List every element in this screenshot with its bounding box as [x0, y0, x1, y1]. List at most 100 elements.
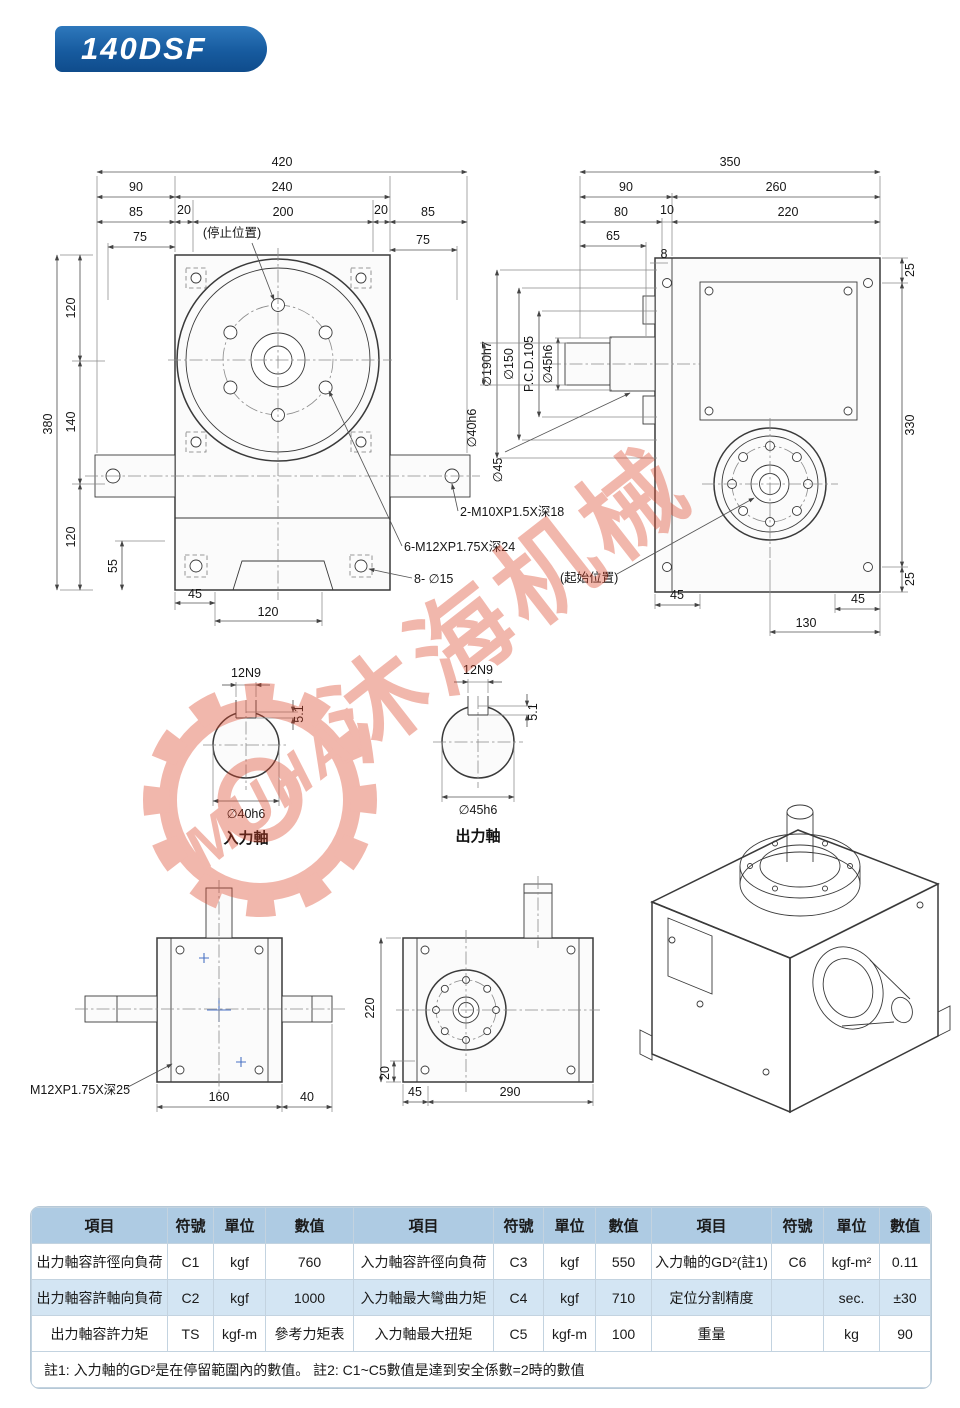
- dim-label: 120: [64, 298, 78, 319]
- cell: 0.11: [879, 1243, 931, 1280]
- key-depth-label: 5.1: [526, 703, 540, 720]
- col-header: 項目: [651, 1207, 772, 1244]
- dim-label: 8: [661, 247, 668, 261]
- front-view: [85, 248, 480, 600]
- side-view: [548, 257, 881, 593]
- dim-label: 120: [64, 527, 78, 548]
- cell: 出力軸容許力矩: [31, 1315, 168, 1352]
- dim-label: 40: [300, 1090, 314, 1104]
- cell: 100: [595, 1315, 652, 1352]
- callout-label: 6-M12XP1.75X深24: [404, 540, 515, 554]
- cell: kgf: [543, 1279, 596, 1316]
- output-shaft-label: 出力軸: [455, 827, 500, 845]
- cell: 入力軸最大彎曲力矩: [353, 1279, 494, 1316]
- keyway-label: 12N9: [463, 663, 493, 677]
- callout-label: 2-M10XP1.5X深18: [460, 505, 564, 519]
- cell: 定位分割精度: [651, 1279, 772, 1316]
- shaft-dia-label: ∅40h6: [227, 807, 266, 821]
- cell: C4: [493, 1279, 544, 1316]
- cell: TS: [167, 1315, 214, 1352]
- dia-label: ∅150: [502, 348, 516, 380]
- dim-label: 25: [903, 572, 917, 586]
- dim-label: 65: [606, 229, 620, 243]
- start-position-label: (起始位置): [560, 570, 618, 585]
- output-shaft-section: 12N9 5.1 ∅45h6 出力軸: [433, 663, 540, 845]
- cell: 550: [595, 1243, 652, 1280]
- col-header: 數值: [595, 1207, 652, 1244]
- cell: C6: [771, 1243, 824, 1280]
- output-shaft-3d: [891, 996, 913, 1024]
- dim-label: 330: [903, 415, 917, 436]
- technical-drawing: 420 90 240 85 20 200 20 85 75 75 (停止位置): [30, 155, 951, 1114]
- dim-label: 240: [272, 180, 293, 194]
- col-header: 單位: [823, 1207, 880, 1244]
- dim-label: 25: [903, 263, 917, 277]
- shaft-dia-label: ∅45h6: [459, 803, 498, 817]
- dia-label: ∅190h7: [480, 341, 494, 387]
- dim-label: 260: [766, 180, 787, 194]
- cell: kgf: [213, 1243, 266, 1280]
- cell: 出力軸容許軸向負荷: [31, 1279, 168, 1316]
- cell: kgf-m: [213, 1315, 266, 1352]
- cell: 入力軸最大扭矩: [353, 1315, 494, 1352]
- dim-label: 20: [374, 203, 388, 217]
- dim-label: 200: [273, 205, 294, 219]
- callout-label: 8- ∅15: [414, 572, 453, 586]
- dia-label: ∅45: [491, 458, 505, 483]
- input-shaft-label: 入力軸: [223, 829, 268, 847]
- stop-position-label: (停止位置): [203, 225, 261, 240]
- table-note-row: 註1: 入力軸的GD²是在停留範圍內的數值。 註2: C1~C5數值是達到安全係…: [31, 1351, 931, 1388]
- dim-label: 220: [778, 205, 799, 219]
- cell: 參考力矩表: [265, 1315, 354, 1352]
- col-header: 數值: [879, 1207, 931, 1244]
- cell: C5: [493, 1315, 544, 1352]
- cell: C1: [167, 1243, 214, 1280]
- dim-label: 20: [177, 203, 191, 217]
- col-header: 符號: [493, 1207, 544, 1244]
- isometric-view: [639, 804, 951, 1114]
- input-shaft-section: 12N9 5.1 ∅40h6 入力軸: [203, 666, 306, 847]
- top-shaft-3d: [786, 804, 814, 820]
- dia-label: ∅40h6: [465, 409, 479, 448]
- cell: [771, 1279, 824, 1316]
- cell: kgf: [213, 1279, 266, 1316]
- col-header: 項目: [31, 1207, 168, 1244]
- dim-label: 75: [416, 233, 430, 247]
- dim-label: 420: [272, 155, 293, 169]
- dim-label: 90: [129, 180, 143, 194]
- col-header: 項目: [353, 1207, 494, 1244]
- callout-label: M12XP1.75X深25: [30, 1083, 130, 1097]
- col-header: 數值: [265, 1207, 354, 1244]
- cell: C3: [493, 1243, 544, 1280]
- dia-label: ∅45h6: [541, 345, 555, 384]
- cell: kg: [823, 1315, 880, 1352]
- col-header: 單位: [213, 1207, 266, 1244]
- cell: [771, 1315, 824, 1352]
- dim-label: 45: [408, 1085, 422, 1099]
- dim-label: 55: [106, 559, 120, 573]
- bottom-middle-view: 220 20 45 290: [363, 876, 600, 1106]
- keyway-label: 12N9: [231, 666, 261, 680]
- dim-label: 350: [720, 155, 741, 169]
- bottom-left-view: M12XP1.75X深25 160 40: [30, 880, 345, 1112]
- dim-label: 45: [188, 587, 202, 601]
- cell: 入力軸的GD²(註1): [651, 1243, 772, 1280]
- col-header: 單位: [543, 1207, 596, 1244]
- cell: kgf-m: [543, 1315, 596, 1352]
- table-header-row: 項目 符號 單位 數值 項目 符號 單位 數值 項目 符號 單位 數值: [31, 1207, 931, 1244]
- front-view-dimensions: 420 90 240 85 20 200 20 85 75 75 (停止位置): [41, 155, 564, 626]
- cell: 760: [265, 1243, 354, 1280]
- cell: kgf: [543, 1243, 596, 1280]
- dim-label: 220: [363, 998, 377, 1019]
- model-number: 140DSF: [81, 31, 207, 66]
- cell: 710: [595, 1279, 652, 1316]
- table-row: 出力軸容許力矩 TS kgf-m 參考力矩表 入力軸最大扭矩 C5 kgf-m …: [31, 1315, 931, 1352]
- cell: 重量: [651, 1315, 772, 1352]
- table-row: 出力軸容許軸向負荷 C2 kgf 1000 入力軸最大彎曲力矩 C4 kgf 7…: [31, 1279, 931, 1316]
- spec-table: 項目 符號 單位 數值 項目 符號 單位 數值 項目 符號 單位 數值 出力軸容…: [30, 1206, 932, 1389]
- table-row: 出力軸容許徑向負荷 C1 kgf 760 入力軸容許徑向負荷 C3 kgf 55…: [31, 1243, 931, 1280]
- dim-label: 10: [660, 203, 674, 217]
- cell: sec.: [823, 1279, 880, 1316]
- dim-label: 290: [500, 1085, 521, 1099]
